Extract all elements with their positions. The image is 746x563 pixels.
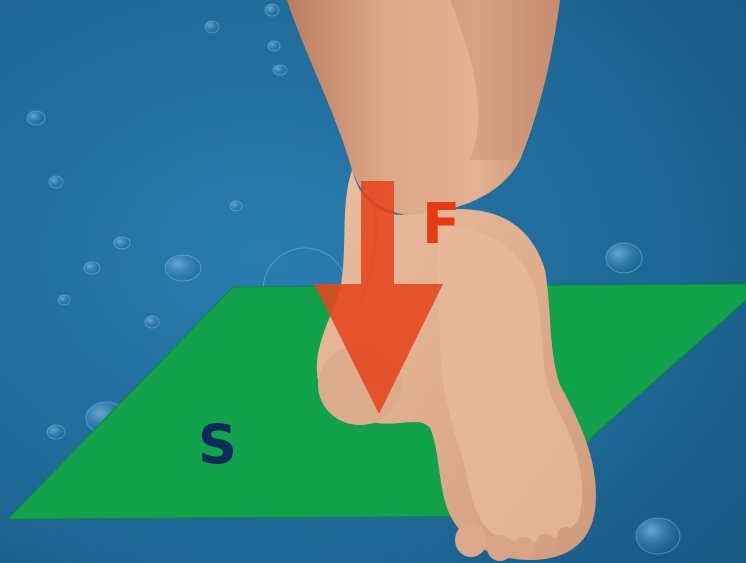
- force-label: F: [422, 197, 460, 253]
- surface-label: S: [198, 418, 237, 472]
